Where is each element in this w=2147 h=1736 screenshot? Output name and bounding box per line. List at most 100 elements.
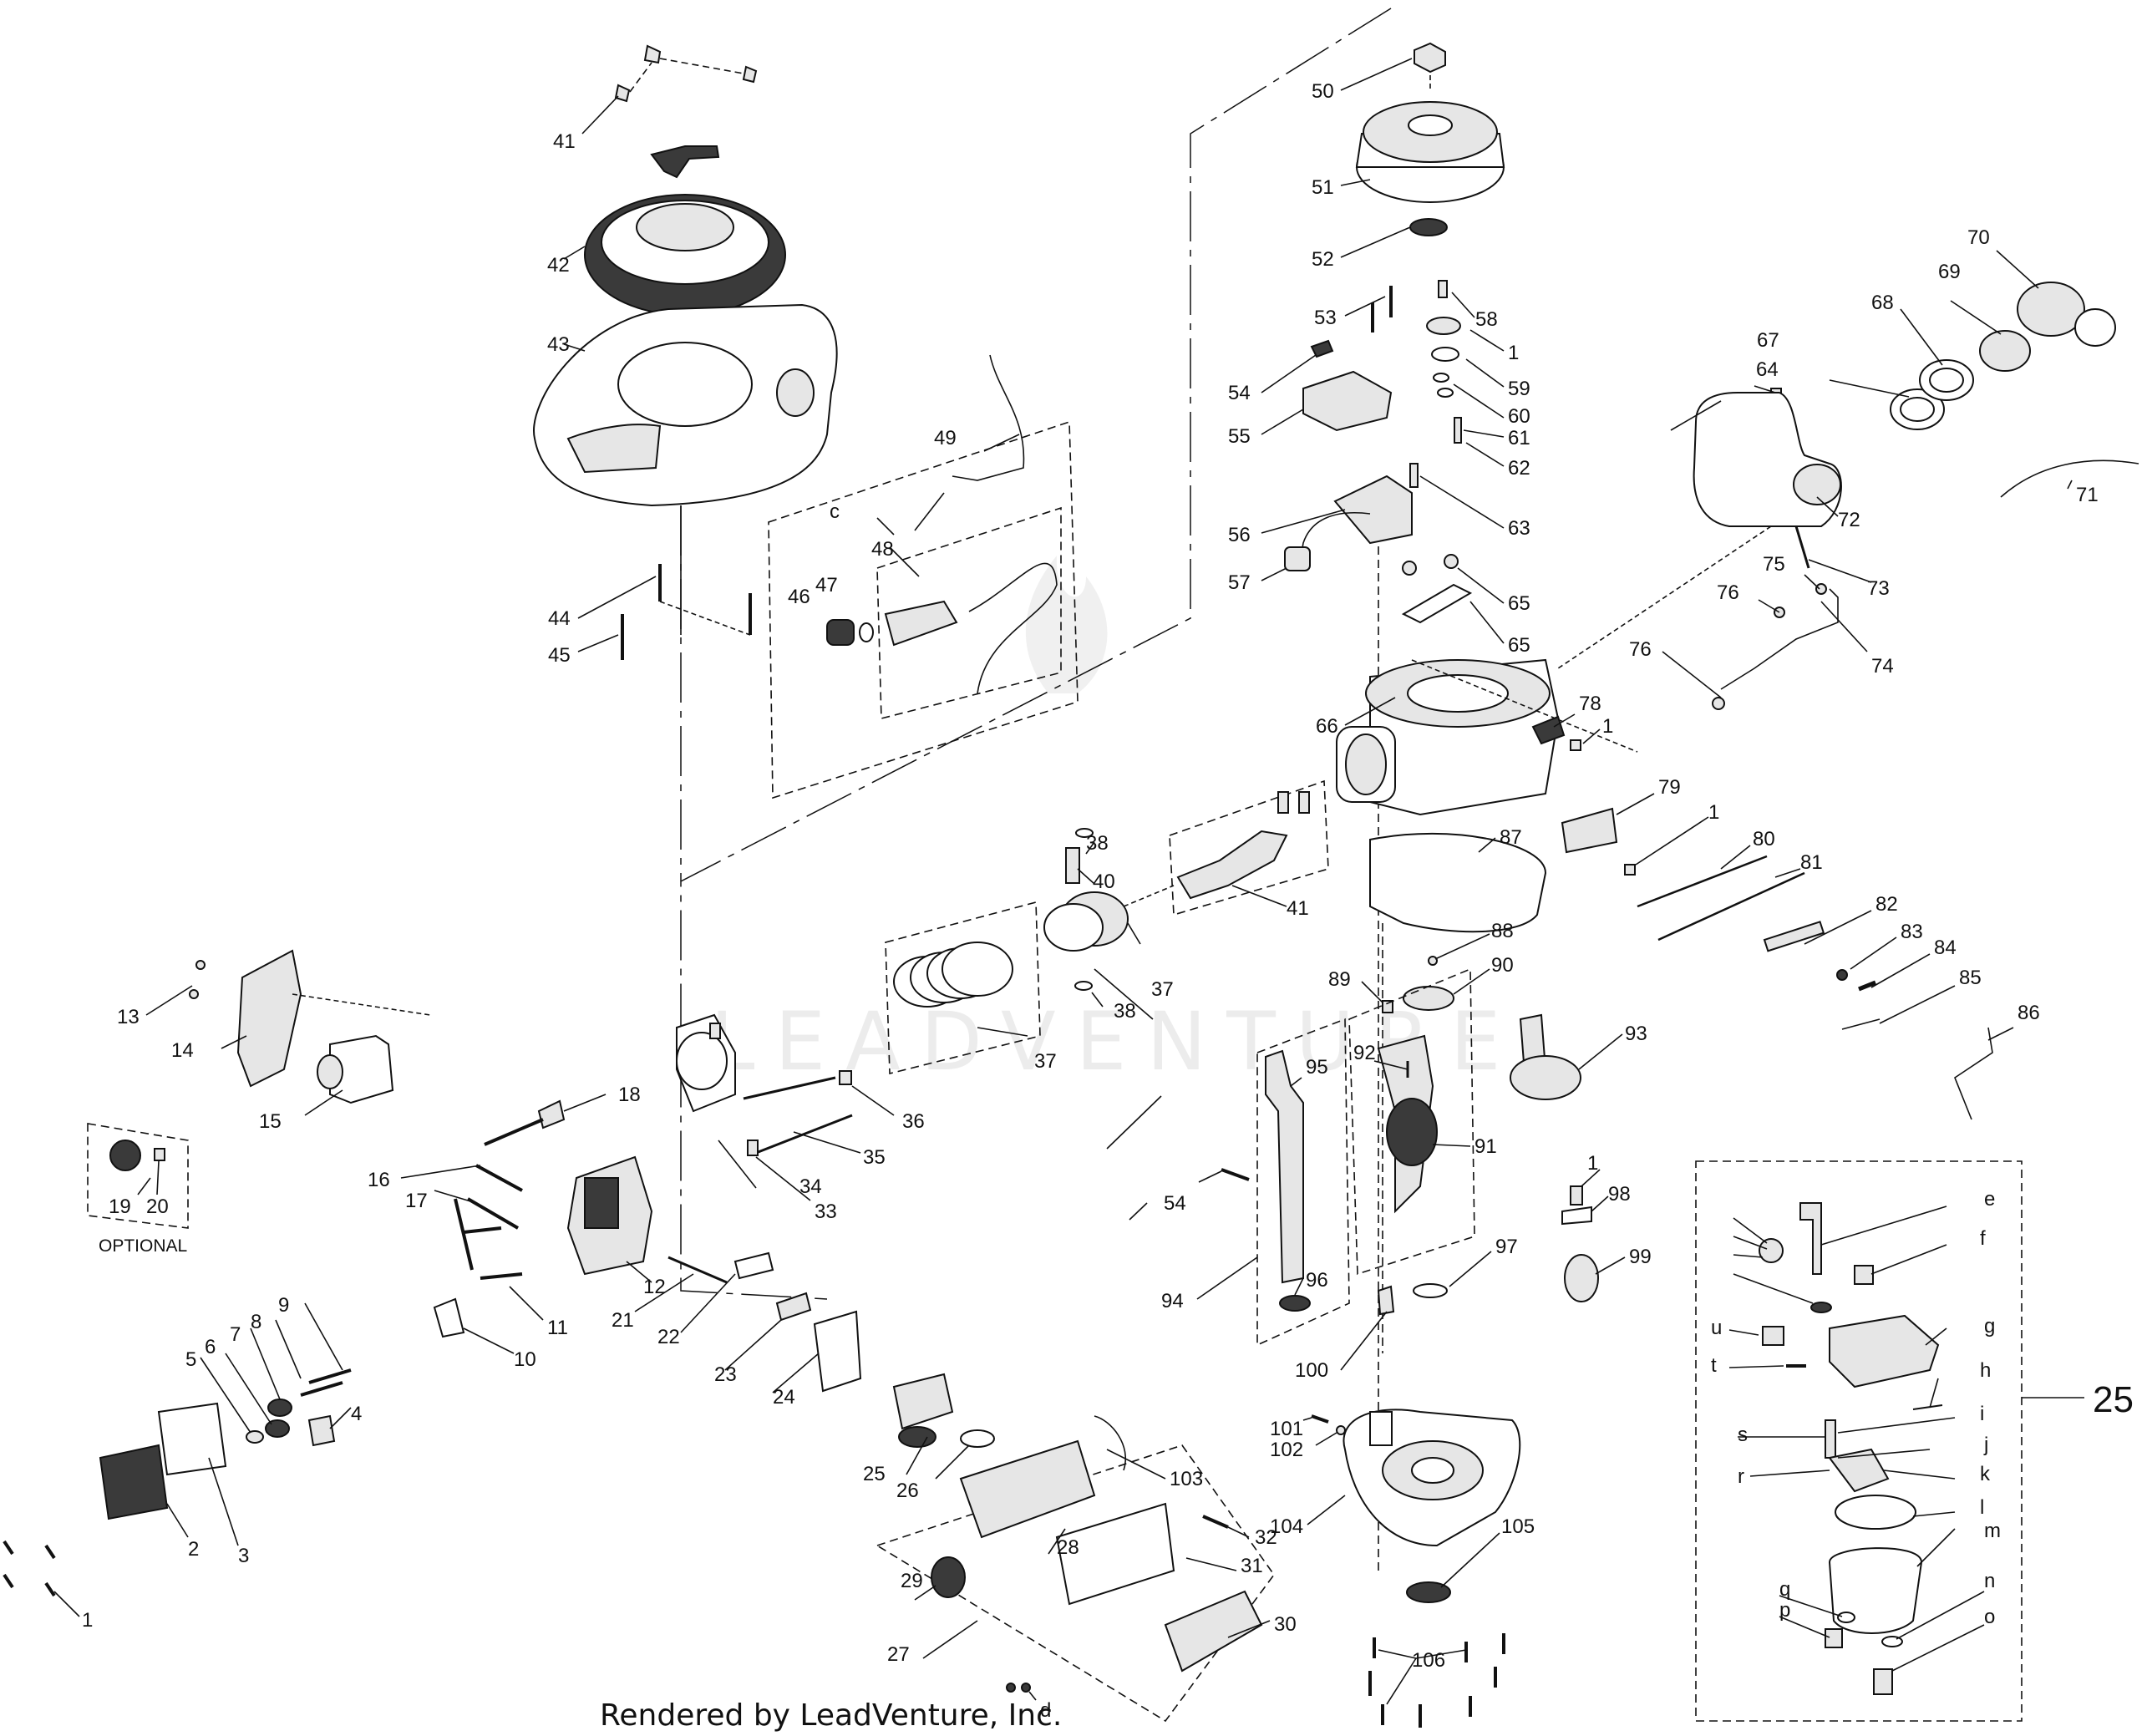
carburetor-air-cleaner-group — [876, 1373, 1275, 1723]
callout-24: 24 — [773, 1386, 795, 1409]
callout-53: 52 — [1312, 248, 1334, 271]
gasket-h — [1835, 1495, 1916, 1530]
screen-19 — [109, 1140, 141, 1171]
bolt-101 — [1311, 1414, 1329, 1424]
callout-79: 79 — [1658, 776, 1681, 799]
o-ring-96 — [1279, 1295, 1311, 1312]
callout-68: 67 — [1757, 329, 1779, 352]
callout-93: 93 — [1625, 1023, 1647, 1045]
spring-78 — [1531, 715, 1566, 745]
callout-h: l — [1980, 1496, 1984, 1519]
piston-rings-37 — [893, 942, 1013, 1008]
callout-98: 98 — [1608, 1183, 1631, 1206]
heat-shield-24 — [813, 1310, 862, 1393]
bolt-1 — [1438, 280, 1448, 298]
callout-13: 13 — [117, 1006, 140, 1028]
pin-62 — [1454, 417, 1462, 444]
callout-44: 43 — [547, 333, 570, 356]
callout-43: 42 — [547, 254, 570, 277]
callout-o: s — [1738, 1424, 1748, 1446]
callout-a: e — [1984, 1188, 1995, 1211]
callout-8: 8 — [251, 1311, 261, 1333]
callout-l: p — [1779, 1599, 1790, 1622]
air-cleaner-cover-30 — [1164, 1590, 1263, 1673]
callout-37: 37 — [1034, 1050, 1057, 1073]
valve-9 — [308, 1368, 352, 1384]
bolt-32 — [1202, 1515, 1229, 1529]
pushrod-17 — [466, 1197, 520, 1230]
shim-100 — [1377, 1285, 1395, 1316]
oil-seal-105 — [1406, 1581, 1451, 1603]
callout-4: 4 — [351, 1403, 362, 1425]
callout-38b: 38 — [1114, 1000, 1136, 1023]
spacer-23 — [775, 1292, 812, 1322]
nut-13 — [195, 960, 206, 970]
washer-102 — [1336, 1425, 1346, 1435]
callout-51: 50 — [1312, 80, 1334, 103]
callout-20: 20 — [146, 1195, 169, 1218]
callout-f: j — [1983, 1434, 1988, 1456]
callout-labels: 41 42 43 44 45 c 48 46 47 49 50 51 52 53… — [82, 80, 2134, 1722]
spring-7 — [267, 1398, 292, 1417]
callout-1d: 1 — [1708, 801, 1719, 824]
spark-plug-boot-58 — [1284, 546, 1311, 571]
crankshaft-group — [1221, 832, 1599, 1347]
o-ring-48 — [859, 622, 874, 642]
callout-65b: 64 — [1756, 358, 1779, 381]
filter-70 — [1979, 330, 2031, 372]
lever-59 — [1426, 317, 1461, 335]
callout-64: 63 — [1508, 517, 1530, 540]
callout-27: 27 — [887, 1643, 910, 1666]
bearing-90 — [1403, 986, 1454, 1011]
callout-84: 84 — [1934, 937, 1957, 959]
callout-103: 103 — [1170, 1468, 1203, 1490]
bolt-11 — [463, 1226, 502, 1234]
callout-17: 17 — [405, 1190, 428, 1212]
washer-97 — [1413, 1283, 1448, 1298]
valve-cover-gasket-3 — [157, 1402, 227, 1476]
callout-11: 11 — [547, 1317, 568, 1339]
strap-72 — [2000, 459, 2139, 498]
bolts-106 — [1368, 1633, 1505, 1728]
callout-28: 28 — [1057, 1536, 1079, 1559]
callout-95: 95 — [1306, 1056, 1328, 1079]
callout-22: 22 — [657, 1326, 680, 1348]
callout-39: 37 — [1151, 978, 1174, 1001]
callout-23: 23 — [714, 1363, 737, 1386]
clip-38b — [1074, 981, 1093, 991]
credit-text: Rendered by LeadVenture, Inc. — [600, 1698, 1062, 1733]
callout-25: 25 — [863, 1463, 886, 1485]
plate-98 — [1561, 1206, 1592, 1226]
spring-60 — [1431, 347, 1459, 362]
air-cleaner-base-28 — [959, 1439, 1096, 1539]
carburetor-25 — [892, 1373, 954, 1430]
clip-38a — [1075, 828, 1094, 838]
gasket-26 — [960, 1429, 995, 1448]
callout-94: 94 — [1161, 1290, 1184, 1312]
callout-81: 81 — [1800, 851, 1823, 874]
callout-91: 91 — [1474, 1135, 1497, 1158]
callout-16: 16 — [368, 1169, 390, 1191]
callout-34: 34 — [799, 1175, 822, 1198]
fuel-cap-71 — [2017, 282, 2085, 337]
callout-carb-25: 25 — [2093, 1379, 2134, 1420]
callout-60: 59 — [1508, 378, 1530, 400]
grommet-47 — [826, 619, 855, 646]
ignition-coil-57 — [1333, 475, 1413, 545]
drain-screw-k — [1873, 1668, 1893, 1695]
valve-74 — [1794, 525, 1810, 569]
nut-108 — [1006, 1683, 1016, 1693]
callout-i: m — [1984, 1520, 2001, 1542]
callout-42: 41 — [553, 130, 576, 153]
bolts-1 — [3, 1540, 56, 1597]
callout-31: 31 — [1241, 1555, 1263, 1577]
callout-48: 47 — [815, 574, 838, 596]
callout-d: h — [1980, 1359, 1991, 1382]
callout-62: 61 — [1508, 427, 1530, 449]
jet-o — [1825, 1419, 1836, 1459]
callout-9: 9 — [278, 1294, 289, 1317]
clamp-76 — [1815, 583, 1827, 595]
breather-tube-50 — [952, 354, 1025, 481]
callout-83: 83 — [1901, 921, 1923, 943]
callout-26: 26 — [896, 1480, 919, 1502]
